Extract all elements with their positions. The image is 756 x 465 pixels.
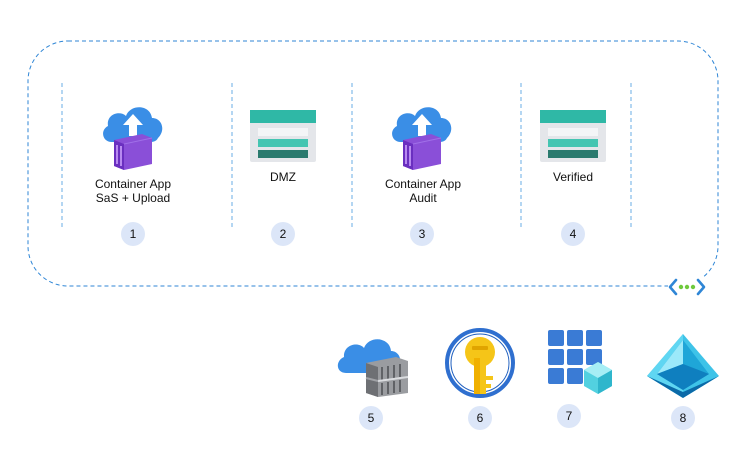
step-2-label: DMZ bbox=[233, 170, 333, 184]
step-4-label-line1: Verified bbox=[552, 170, 594, 184]
step-4-label: Verified bbox=[523, 170, 623, 184]
container-app-icon bbox=[103, 107, 163, 170]
step-1-label: Container App SaS + Upload bbox=[83, 177, 183, 205]
step-3-label: Container App Audit bbox=[373, 177, 473, 205]
service-5-badge: 5 bbox=[359, 406, 383, 430]
container-registry-icon bbox=[337, 339, 409, 397]
step-3-label-line1: Container App bbox=[384, 177, 462, 191]
service-6-badge: 6 bbox=[468, 406, 492, 430]
step-1-label-line2: SaS + Upload bbox=[95, 191, 171, 205]
container-app-icon bbox=[392, 107, 452, 170]
service-8-badge: 8 bbox=[671, 406, 695, 430]
container-apps-environment-icon bbox=[548, 330, 612, 394]
entra-id-icon bbox=[647, 334, 719, 398]
step-3-label-line2: Audit bbox=[409, 191, 437, 205]
step-1-label-line1: Container App bbox=[94, 177, 172, 191]
step-2-label-line1: DMZ bbox=[270, 170, 296, 184]
key-vault-icon bbox=[445, 328, 515, 398]
step-4-badge: 4 bbox=[561, 222, 585, 246]
storage-account-icon bbox=[250, 110, 316, 162]
step-1-badge: 1 bbox=[121, 222, 145, 246]
storage-account-icon bbox=[540, 110, 606, 162]
virtual-network-icon bbox=[668, 277, 706, 297]
service-7-badge: 7 bbox=[557, 404, 581, 428]
step-3-badge: 3 bbox=[410, 222, 434, 246]
step-2-badge: 2 bbox=[271, 222, 295, 246]
